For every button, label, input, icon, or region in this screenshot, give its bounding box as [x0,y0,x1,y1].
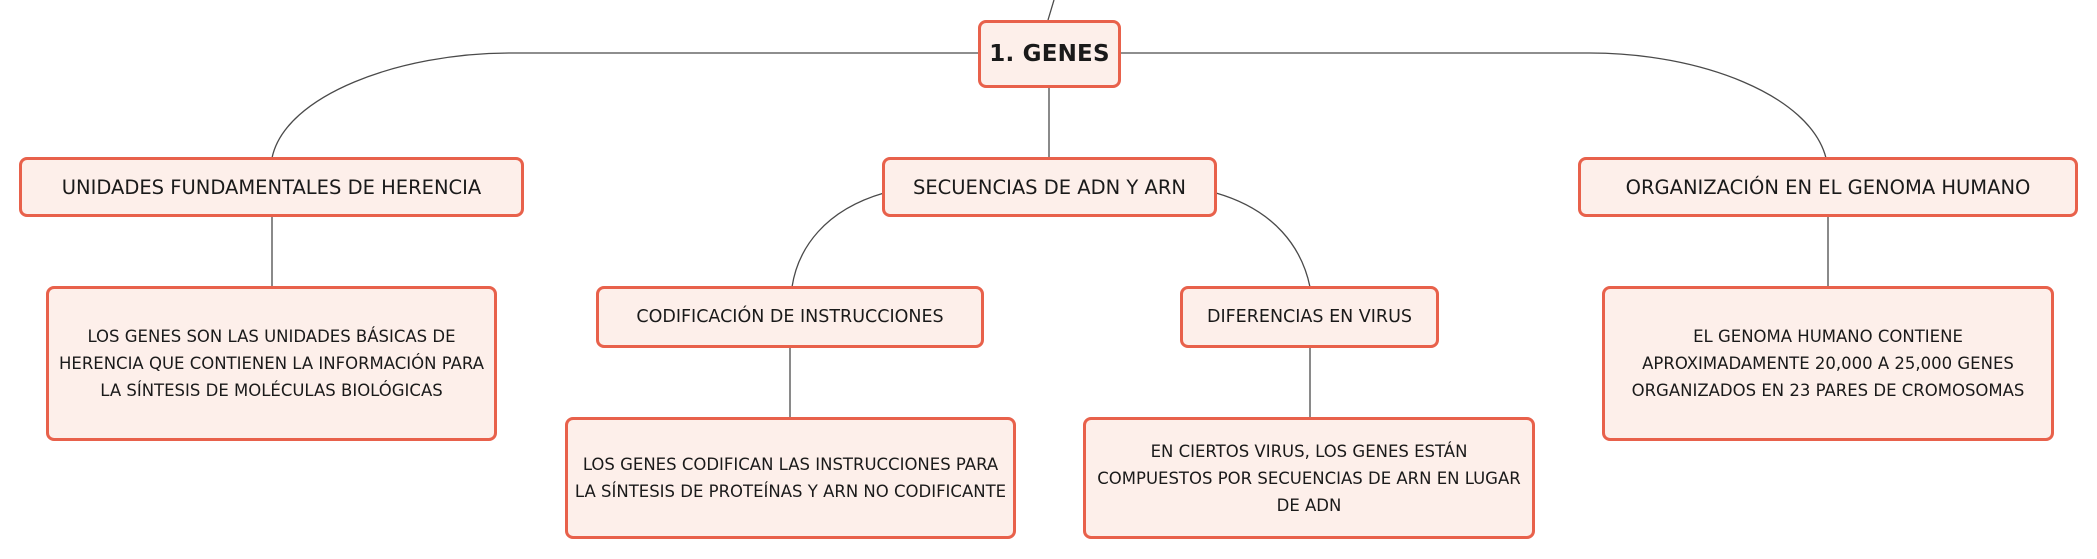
branch-organizacion-node[interactable]: ORGANIZACIÓN EN EL GENOMA HUMANO [1578,157,2078,217]
branch-secuencias-node[interactable]: SECUENCIAS DE ADN Y ARN [882,157,1217,217]
detail-virus-node[interactable]: EN CIERTOS VIRUS, LOS GENES ESTÁN COMPUE… [1083,417,1535,539]
connector-center-virus [1215,192,1311,288]
root-node[interactable]: 1. GENES [978,20,1121,88]
connector-parent [1047,0,1055,21]
detail-virus-text: EN CIERTOS VIRUS, LOS GENES ESTÁN COMPUE… [1097,441,1521,515]
virus-label: DIFERENCIAS EN VIRUS [1206,307,1412,327]
detail-codificacion-node[interactable]: LOS GENES CODIFICAN LAS INSTRUCCIONES PA… [565,417,1016,539]
detail-unidades-node[interactable]: LOS GENES SON LAS UNIDADES BÁSICAS DE HE… [46,286,497,441]
branch-unidades-label: UNIDADES FUNDAMENTALES DE HERENCIA [61,175,482,199]
branch-organizacion-label: ORGANIZACIÓN EN EL GENOMA HUMANO [1625,175,2031,199]
detail-codificacion-text: LOS GENES CODIFICAN LAS INSTRUCCIONES PA… [574,455,1007,501]
branch-secuencias-label: SECUENCIAS DE ADN Y ARN [912,175,1187,199]
detail-organizacion-text: EL GENOMA HUMANO CONTIENE APROXIMADAMENT… [1631,327,2025,400]
virus-node[interactable]: DIFERENCIAS EN VIRUS [1180,286,1439,348]
connector-center-codificacion [791,192,885,288]
detail-organizacion-node[interactable]: EL GENOMA HUMANO CONTIENE APROXIMADAMENT… [1602,286,2054,441]
codificacion-node[interactable]: CODIFICACIÓN DE INSTRUCCIONES [596,286,984,348]
root-label: 1. GENES [989,41,1110,67]
branch-unidades-node[interactable]: UNIDADES FUNDAMENTALES DE HERENCIA [19,157,524,217]
connector-root-left [271,52,978,159]
connector-root-right [1120,52,1827,159]
detail-unidades-text: LOS GENES SON LAS UNIDADES BÁSICAS DE HE… [58,327,484,400]
codificacion-label: CODIFICACIÓN DE INSTRUCCIONES [636,307,944,327]
